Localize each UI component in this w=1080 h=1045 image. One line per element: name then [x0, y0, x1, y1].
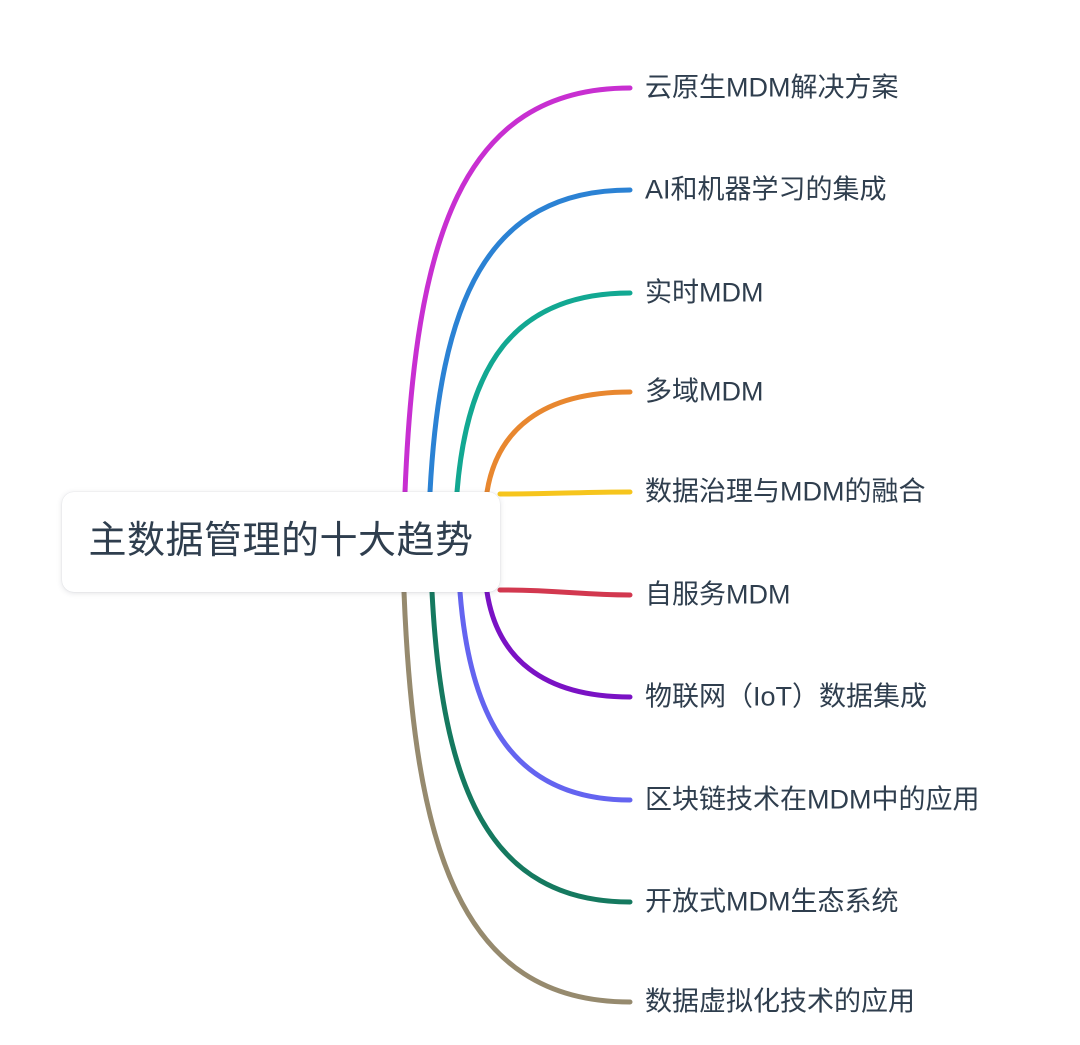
- branch-connector: [497, 489, 633, 497]
- branch-label-7[interactable]: 物联网（IoT）数据集成: [645, 681, 928, 712]
- branch-connector: [429, 589, 633, 905]
- branch-label-5[interactable]: 数据治理与MDM的融合: [645, 476, 926, 507]
- branch-connector: [402, 85, 633, 495]
- branch-label-2[interactable]: AI和机器学习的集成: [645, 174, 887, 205]
- branch-connector: [497, 587, 633, 598]
- branch-connector: [457, 589, 633, 803]
- branch-connector: [484, 589, 633, 700]
- branch-label-4[interactable]: 多域MDM: [645, 376, 764, 407]
- central-node[interactable]: 主数据管理的十大趋势: [62, 492, 500, 592]
- branch-label-8[interactable]: 区块链技术在MDM中的应用: [645, 784, 980, 815]
- branch-label-9[interactable]: 开放式MDM生态系统: [645, 886, 899, 917]
- branch-connector: [484, 389, 633, 495]
- branch-connector: [427, 187, 633, 495]
- branch-label-3[interactable]: 实时MDM: [645, 277, 764, 308]
- central-node-label: 主数据管理的十大趋势: [88, 520, 474, 563]
- branch-label-1[interactable]: 云原生MDM解决方案: [645, 72, 899, 103]
- branch-label-6[interactable]: 自服务MDM: [645, 579, 791, 610]
- branch-connector: [401, 589, 633, 1005]
- branch-connector: [454, 290, 633, 495]
- branch-label-10[interactable]: 数据虚拟化技术的应用: [645, 986, 915, 1017]
